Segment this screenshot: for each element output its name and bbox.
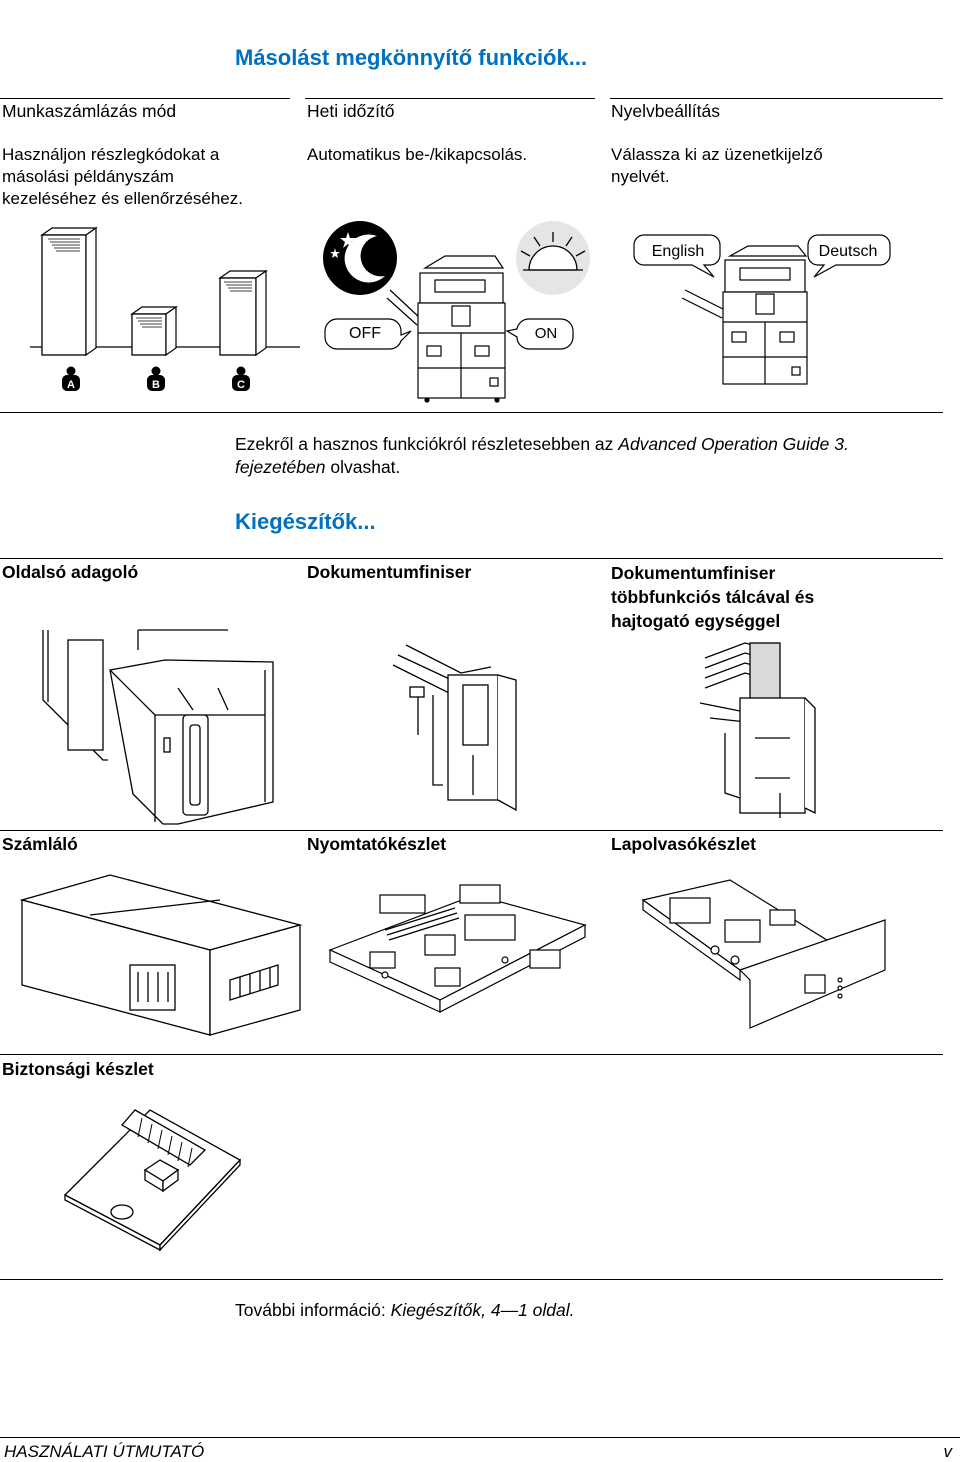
person-b-icon: B xyxy=(147,366,165,391)
moon-icon xyxy=(323,221,397,295)
heading-key-counter: Számláló xyxy=(2,834,78,854)
key-counter-illustration xyxy=(19,874,303,1036)
footer-title: HASZNÁLATI ÚTMUTATÓ xyxy=(4,1442,205,1461)
svg-text:English: English xyxy=(652,243,704,260)
svg-text:OFF: OFF xyxy=(349,325,381,342)
svg-text:ON: ON xyxy=(535,325,558,342)
printer-kit-illustration xyxy=(328,884,587,1013)
footer-rule xyxy=(0,1437,960,1438)
page-number: v xyxy=(943,1442,953,1461)
section-title-functions: Másolást megkönnyítő funkciók... xyxy=(235,45,588,70)
side-feeder-illustration xyxy=(42,629,274,825)
column-rule-3 xyxy=(610,98,943,99)
svg-text:A: A xyxy=(67,379,75,391)
deutsch-label: Deutsch xyxy=(807,234,891,278)
scanner-kit-illustration xyxy=(641,879,886,1029)
heading-job-accounting: Munkaszámlázás mód xyxy=(2,101,177,121)
functions-note: Ezekről a hasznos funkciókról részletese… xyxy=(235,434,849,477)
heading-language: Nyelvbeállítás xyxy=(611,101,720,121)
heading-document-finisher: Dokumentumfiniser xyxy=(307,562,472,582)
on-label: ON xyxy=(505,318,574,350)
copier-icon xyxy=(681,245,808,385)
weekly-timer-description: Automatikus be-/kikapcsolás. xyxy=(307,145,528,164)
section-divider-1 xyxy=(0,412,943,413)
column-rule-2 xyxy=(305,98,595,99)
heading-side-feeder: Oldalsó adagoló xyxy=(2,562,139,582)
finisher-multitray-illustration xyxy=(699,642,816,818)
svg-text:C: C xyxy=(237,379,245,391)
heading-scanner-kit: Lapolvasókészlet xyxy=(611,834,756,854)
options-rule xyxy=(0,558,943,559)
language-illustration: English Deutsch xyxy=(633,234,891,385)
heading-printer-kit: Nyomtatókészlet xyxy=(307,834,447,854)
english-label: English xyxy=(633,234,721,278)
person-c-icon: C xyxy=(232,366,250,391)
sun-icon xyxy=(516,221,590,295)
job-accounting-description: Használjon részlegkódokat a másolási pél… xyxy=(2,145,243,208)
svg-text:B: B xyxy=(152,379,160,391)
security-kit-illustration xyxy=(63,1109,242,1252)
more-info-text: További információ: Kiegészítők, 4—1 old… xyxy=(235,1300,575,1320)
language-description: Válassza ki az üzenetkijelző nyelvét. xyxy=(611,145,823,186)
column-rule-1 xyxy=(0,98,290,99)
options-rule-2 xyxy=(0,830,943,831)
department-bars-illustration: A B C xyxy=(30,226,300,391)
heading-document-finisher-multi: Dokumentumfiniser többfunkciós tálcával … xyxy=(611,563,815,631)
options-rule-4 xyxy=(0,1279,943,1280)
weekly-timer-illustration: OFF ON xyxy=(323,221,590,403)
options-rule-3 xyxy=(0,1054,943,1055)
copier-icon xyxy=(386,255,506,403)
person-a-icon: A xyxy=(62,366,80,391)
heading-weekly-timer: Heti időzítő xyxy=(307,101,395,121)
section-title-options: Kiegészítők... xyxy=(235,509,376,534)
off-label: OFF xyxy=(324,318,412,350)
heading-security-kit: Biztonsági készlet xyxy=(2,1059,154,1079)
document-finisher-illustration xyxy=(392,644,517,812)
svg-text:Deutsch: Deutsch xyxy=(819,243,878,260)
